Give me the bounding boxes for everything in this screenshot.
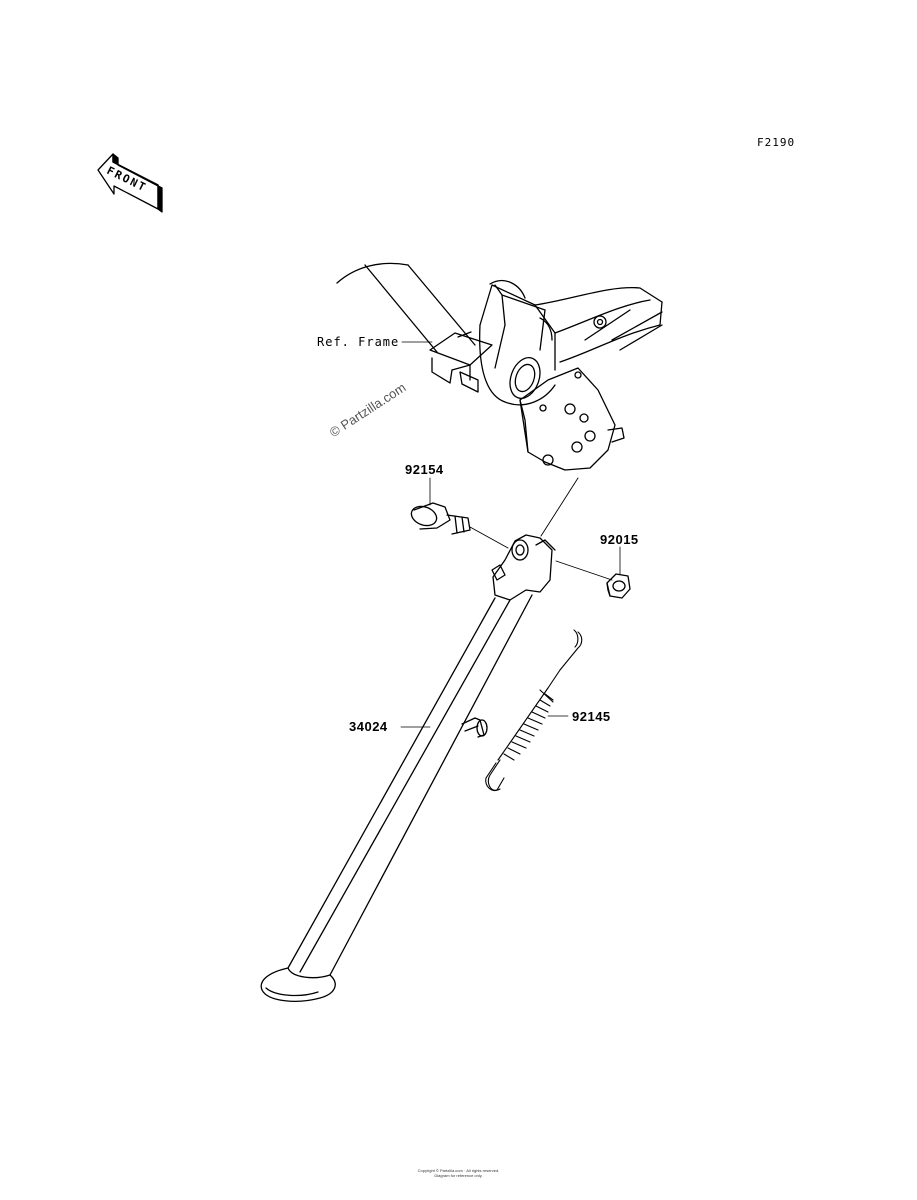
frame-mount-bracket xyxy=(429,331,493,393)
copyright-line-1: Copyright © Partzilla.com · All rights r… xyxy=(417,1168,500,1173)
part-label-92145[interactable]: 92145 xyxy=(572,709,611,724)
part-label-92015[interactable]: 92015 xyxy=(600,532,639,547)
copyright-line-2: Diagram for reference only. xyxy=(434,1173,483,1178)
copyright-footer: Copyright © Partzilla.com · All rights r… xyxy=(0,1168,917,1178)
label-leader-lines xyxy=(400,341,621,728)
part-label-92154[interactable]: 92154 xyxy=(405,462,444,477)
side-stand-34024 xyxy=(260,534,556,1002)
front-arrow-icon: FRONT xyxy=(97,153,163,213)
figure-code: F2190 xyxy=(757,136,796,149)
nut-92015 xyxy=(606,573,631,599)
frame-casting xyxy=(479,284,663,406)
spring-92145 xyxy=(485,629,583,792)
frame-tube-drawing xyxy=(336,262,526,353)
stand-stopper-pin xyxy=(461,717,488,738)
assembly-leader-lines xyxy=(469,477,613,581)
part-label-34024[interactable]: 34024 xyxy=(349,719,388,734)
ref-frame-label: Ref. Frame xyxy=(317,335,400,349)
stand-mount-plate xyxy=(519,367,625,471)
pivot-bolt-92154 xyxy=(410,502,471,535)
